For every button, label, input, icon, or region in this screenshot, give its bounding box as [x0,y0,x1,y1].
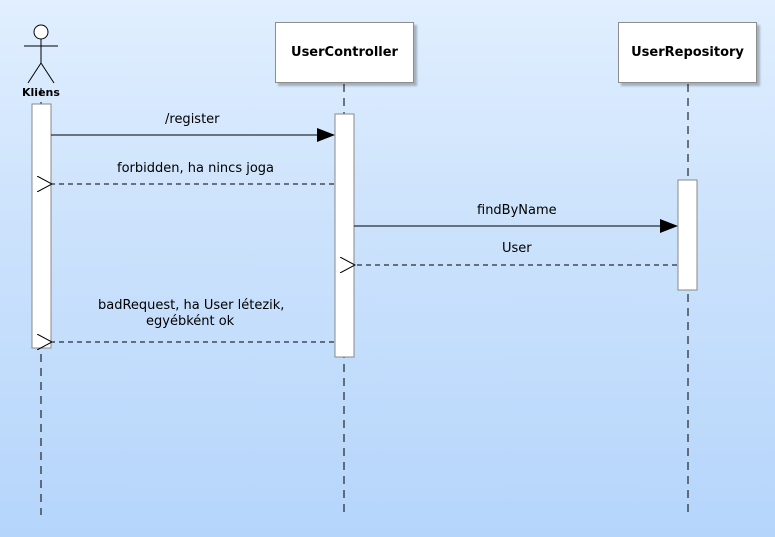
message-badrequest-label-line2: egyébként ok [146,314,235,329]
actor-client-label: Kliens [22,86,60,99]
activation-repository [677,179,698,291]
participant-usercontroller: UserController [275,22,414,83]
message-user-label: User [502,241,532,256]
activation-client [31,103,52,349]
participant-userrepository-label: UserRepository [631,45,744,60]
message-register-label: /register [165,112,220,127]
activation-controller [334,113,355,358]
message-forbidden-label: forbidden, ha nincs joga [117,161,275,176]
message-findbyname-label: findByName [477,203,557,218]
actor-icon [24,24,58,84]
participant-userrepository: UserRepository [618,22,757,83]
message-badrequest-label-line1: badRequest, ha User létezik, [98,298,285,313]
participant-usercontroller-label: UserController [291,45,398,60]
